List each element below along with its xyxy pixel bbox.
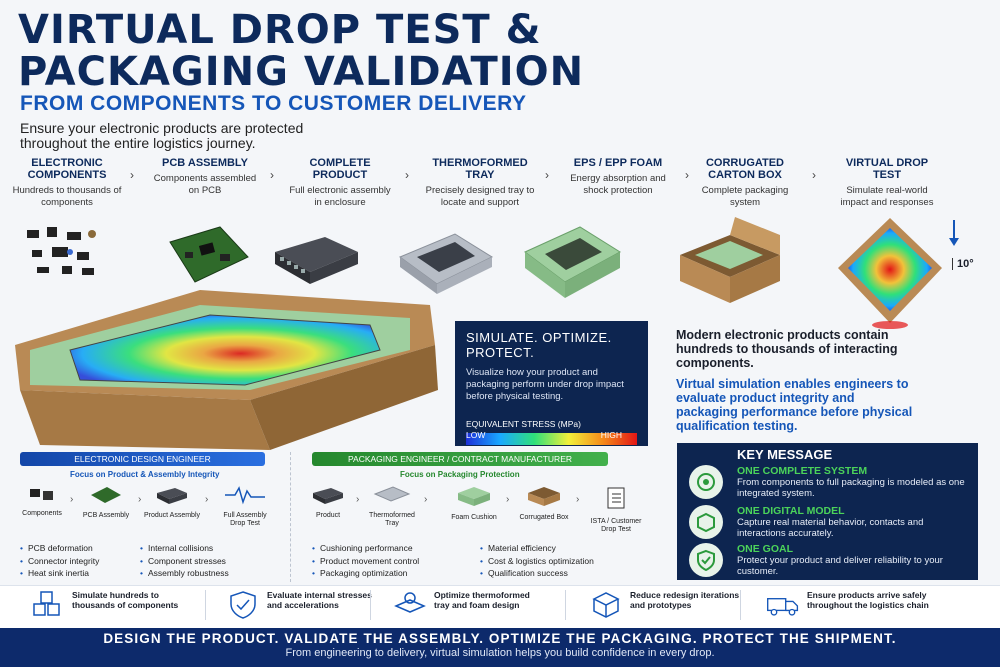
chevron-right-icon: › [138,494,142,505]
tray-optimize-icon [394,592,426,613]
arrow-down-icon [949,220,959,246]
chevron-right-icon: › [70,494,74,505]
chevron-right-icon: › [356,494,360,505]
packaging-engineer-bar: PACKAGING ENGINEER / CONTRACT MANUFACTUR… [312,452,608,466]
cube-icon [689,505,723,539]
pcb-illustration [169,226,249,283]
packaging-item: Thermoformed Tray [362,485,422,528]
shield-check-icon [230,591,256,619]
ribbon-divider [370,590,371,620]
simulate-title: SIMULATE. OPTIMIZE. PROTECT. [466,330,612,360]
chevron-right-icon: › [506,494,510,505]
benefit-item: Simulate hundreds to thousands of compon… [30,590,182,620]
benefit-item: Optimize thermoformed tray and foam desi… [392,590,544,620]
key-message-title: KEY MESSAGE [737,447,833,462]
chevron-right-icon: › [270,168,274,182]
chevron-right-icon: › [576,494,580,505]
design-bullets-a: PCB deformationConnector integrityHeat s… [20,542,99,580]
intro-text: Ensure your electronic products are prot… [20,120,304,151]
legend-low: LOW [466,430,486,440]
components-illustration [27,227,96,275]
drop-test-illustration [838,218,942,329]
footer-banner: DESIGN THE PRODUCT. VALIDATE THE ASSEMBL… [0,628,1000,667]
virtual-simulation-text: Virtual simulation enables engineers to … [676,377,913,433]
design-item: PCB Assembly [76,485,136,520]
foam-illustration [524,226,621,298]
drop-angle-label: 10° [952,258,974,270]
simulate-text: Visualize how your product and packaging… [466,367,624,402]
chevron-right-icon: › [205,494,209,505]
page-subtitle: FROM COMPONENTS TO CUSTOMER DELIVERY [20,92,527,115]
packaging-bullets-b: Material efficiencyCost & logistics opti… [480,542,594,580]
shield-check-icon [689,543,723,577]
packaging-item: ISTA / Customer Drop Test [586,485,646,534]
chevron-right-icon: › [130,168,134,182]
chevron-right-icon: › [812,168,816,182]
benefit-item: Evaluate internal stresses and accelerat… [225,590,377,620]
truck-icon [767,598,799,616]
page-title-line2: PACKAGING VALIDATION [18,49,585,95]
packaging-bullets-a: Cushioning performanceProduct movement c… [312,542,419,580]
ribbon-divider [205,590,206,620]
simulate-panel: SIMULATE. OPTIMIZE. PROTECT. Visualize h… [455,321,648,446]
chevron-right-icon: › [685,168,689,182]
benefit-item: Reduce redesign iterations and prototype… [588,590,740,620]
stress-color-scale [466,433,637,445]
design-item: Components [12,485,72,518]
tray-illustration [398,233,494,294]
page-title-line1: VIRTUAL DROP TEST & [18,7,542,53]
legend-label: EQUIVALENT STRESS (MPa) [466,419,581,429]
design-bullets-b: Internal collisionsComponent stressesAss… [140,542,229,580]
packaging-item: Corrugated Box [514,485,574,522]
chevron-right-icon: › [545,168,549,182]
modern-products-text: Modern electronic products contain hundr… [676,328,898,370]
design-focus: Focus on Product & Assembly Integrity [70,470,220,479]
ribbon-divider [740,590,741,620]
chevron-right-icon: › [405,168,409,182]
benefits-ribbon [0,585,1000,629]
design-item: Full Assembly Drop Test [215,485,275,528]
design-engineer-bar: ELECTRONIC DESIGN ENGINEER [20,452,265,466]
chevron-right-icon: › [424,494,428,505]
packaging-focus: Focus on Packaging Protection [400,470,520,479]
box-icon [592,592,620,618]
footer-tagline: From engineering to delivery, virtual si… [285,647,715,659]
section-divider [290,452,291,582]
design-item: Product Assembly [142,485,202,520]
legend-high: HIGH [600,430,622,440]
ribbon-divider [565,590,566,620]
packaging-item: Foam Cushion [444,485,504,522]
packaged-product-simulation-image [15,290,438,450]
target-icon [689,465,723,499]
footer-headline: DESIGN THE PRODUCT. VALIDATE THE ASSEMBL… [103,631,897,646]
packaging-item: Product [298,485,358,520]
benefit-item: Ensure products arrive safely throughout… [765,590,957,620]
carton-box-illustration [680,217,780,303]
cubes-icon [33,591,60,616]
product-illustration [275,237,358,284]
